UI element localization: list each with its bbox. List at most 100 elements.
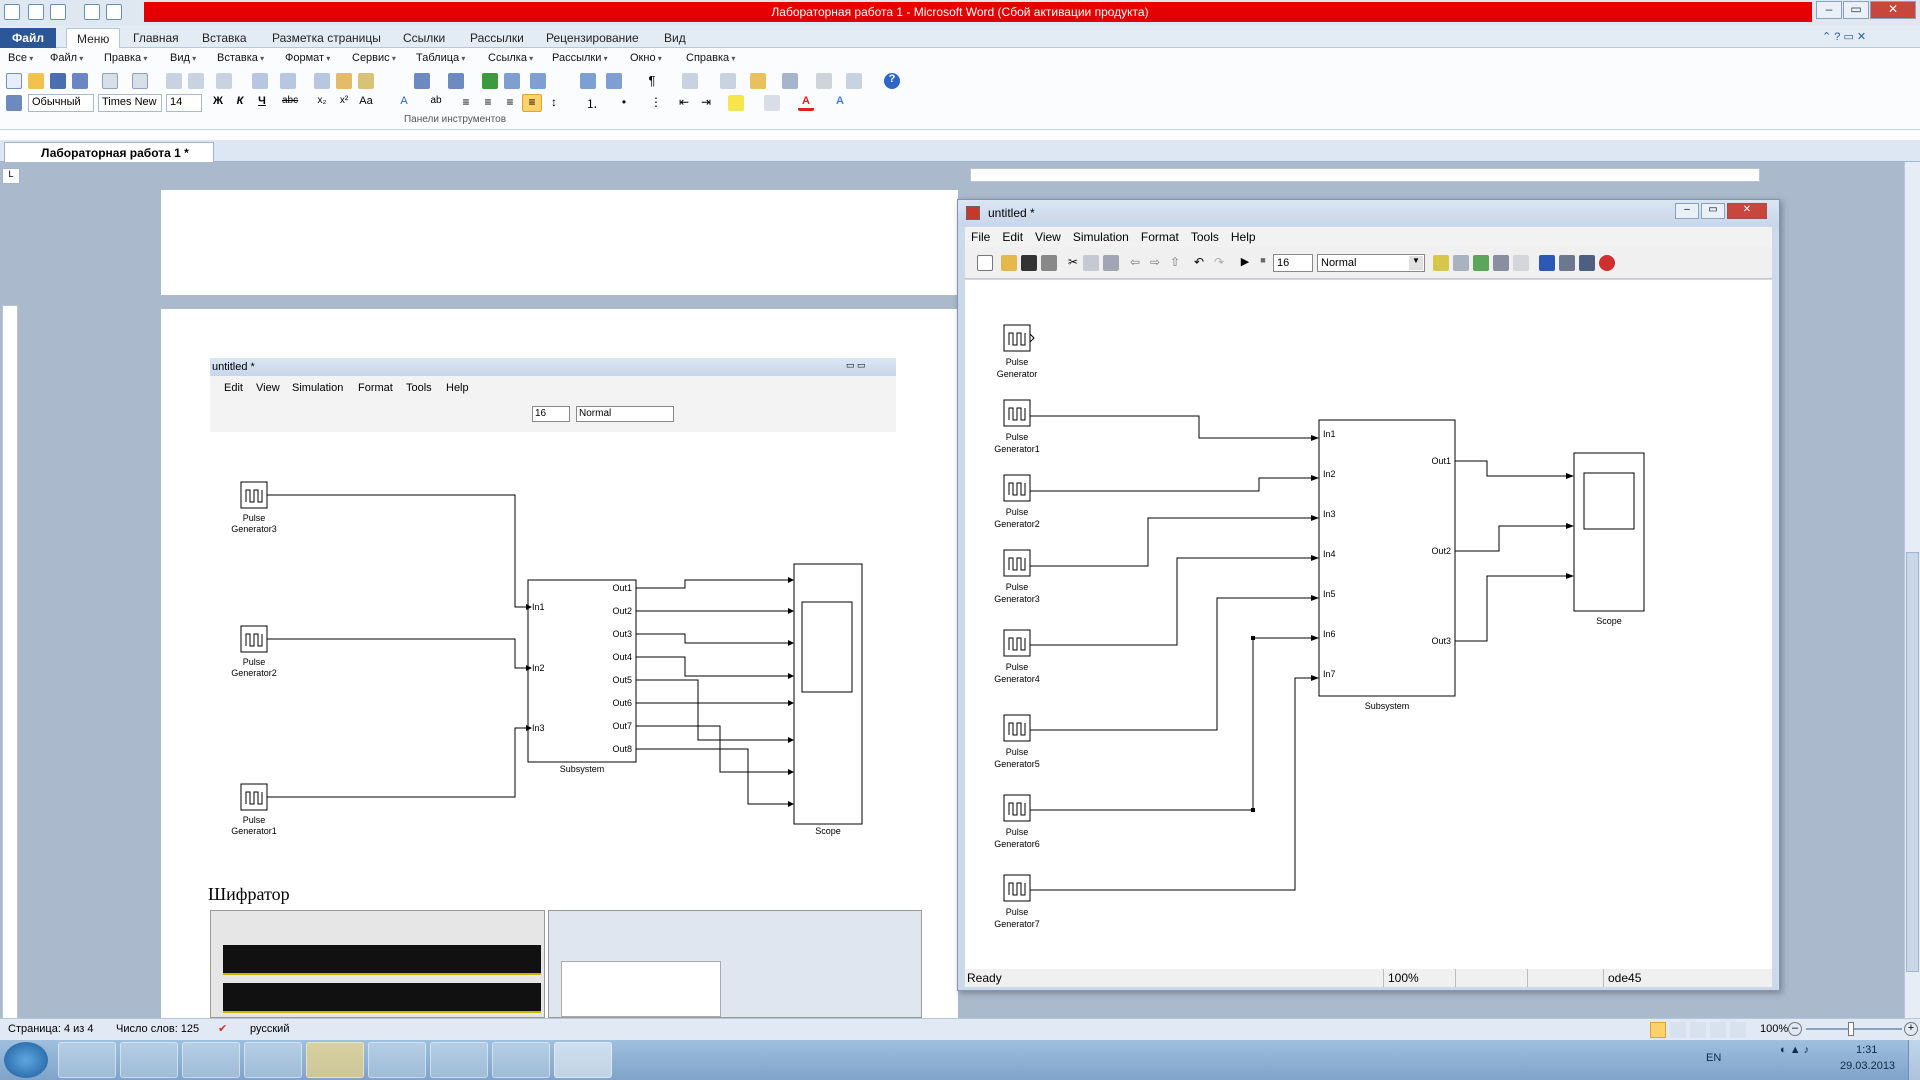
sim-menu-simulation[interactable]: Simulation [1072,230,1129,244]
zoom-slider-thumb[interactable] [1848,1022,1854,1036]
ribbon-right-icons[interactable]: ⌃ ? ▭ ✕ [1822,31,1867,43]
save-icon[interactable] [50,73,66,89]
simulink-close-button[interactable]: ✕ [1727,203,1767,219]
zoom-in-icon[interactable]: + [1904,1022,1918,1036]
status-words[interactable]: Число слов: 125 [116,1023,200,1035]
archive-icon[interactable] [306,1042,364,1078]
sim-menu-tools[interactable]: Tools [1190,230,1219,244]
reading-icon[interactable] [720,73,736,89]
sim-debugger-icon[interactable] [1599,255,1615,271]
save-all-icon[interactable] [72,73,88,89]
web-view-icon[interactable] [1690,1022,1706,1038]
restore-button[interactable]: ▭ [1843,1,1869,19]
close-button[interactable]: ✕ [1870,1,1916,19]
help-icon[interactable]: ? [884,73,900,89]
sim-debug-icon[interactable] [1513,255,1529,271]
tab-mailings[interactable]: Рассылки [470,31,524,45]
menu-file[interactable]: Файл [50,52,83,64]
tab-insert[interactable]: Вставка [202,31,247,45]
sim-run-icon[interactable]: ▶ [1240,256,1250,268]
undo-icon[interactable] [414,73,430,89]
drawing-icon[interactable] [606,73,622,89]
italic-icon[interactable]: К [236,95,244,107]
sim-paste-icon[interactable] [1103,255,1119,271]
paste-icon[interactable] [336,73,352,89]
justify-icon[interactable]: ≡ [522,94,542,112]
sim-forward-icon[interactable]: ⇨ [1149,255,1161,269]
menu-edit[interactable]: Правка [104,52,147,64]
start-button[interactable] [4,1042,48,1078]
align-right-icon[interactable]: ≡ [506,95,514,109]
reading-view-icon[interactable] [1670,1022,1686,1038]
menu-help[interactable]: Справка [686,52,735,64]
bold-icon[interactable]: Ж [213,95,223,107]
tab-page-layout[interactable]: Разметка страницы [272,31,381,45]
email-icon[interactable] [132,73,148,89]
horizontal-ruler[interactable] [970,168,1760,182]
sim-open-icon[interactable] [1001,255,1017,271]
menu-insert[interactable]: Вставка [217,52,264,64]
sim-back-icon[interactable]: ⇦ [1129,255,1141,269]
menu-view[interactable]: Вид [170,52,196,64]
tab-home[interactable]: Главная [133,31,179,45]
folder-icon[interactable] [750,73,766,89]
skype-icon[interactable] [244,1042,302,1078]
simulink-canvas[interactable]: Pulse Generator Pulse Generator1 Pulse G… [965,280,1772,969]
sim-mode-select[interactable]: Normal▼ [1317,254,1425,272]
explorer-icon[interactable] [430,1042,488,1078]
decrease-indent-icon[interactable]: ⇤ [678,95,690,109]
menu-mailings[interactable]: Рассылки [552,52,608,64]
sim-browser-icon[interactable] [1579,255,1595,271]
subscript-icon[interactable]: x₂ [317,95,327,106]
sim-print-icon[interactable] [1041,255,1057,271]
sim-cut-icon[interactable]: ✂ [1067,255,1079,269]
sim-library-icon[interactable] [1539,255,1555,271]
line-spacing-icon[interactable]: ↕ [551,95,557,109]
taskbar-date[interactable]: 29.03.2013 [1840,1060,1896,1072]
status-language[interactable]: русский [250,1023,290,1035]
simulink-maximize-button[interactable]: ▭ [1701,203,1725,219]
print-icon[interactable] [166,73,182,89]
font-combo[interactable]: Times New [98,94,162,112]
change-case-icon[interactable]: Aa [359,95,373,107]
phonetic-icon[interactable]: ab [430,95,442,106]
zoom-slider[interactable] [1806,1028,1902,1030]
bullets-icon[interactable]: • [621,95,627,109]
vertical-scrollbar[interactable] [1904,162,1920,1018]
sim-menu-view[interactable]: View [1035,230,1061,244]
new-doc-icon[interactable] [6,73,22,89]
sim-stop-icon[interactable]: ■ [1260,255,1266,265]
menu-table[interactable]: Таблица [416,52,465,64]
firefox-icon[interactable] [58,1042,116,1078]
menu-format[interactable]: Формат [285,52,330,64]
tab-view[interactable]: Вид [664,31,686,45]
clear-format-icon[interactable]: A [400,95,408,107]
sim-new-icon[interactable] [977,255,993,271]
document-tab[interactable]: Лабораторная работа 1 * ✕ [4,142,214,174]
cut-icon[interactable] [280,73,296,89]
strikethrough-icon[interactable]: abc [282,95,299,106]
spelling-icon[interactable] [252,73,268,89]
undo-icon[interactable] [50,4,66,20]
yandex-icon[interactable] [182,1042,240,1078]
sim-redo-icon[interactable]: ↷ [1213,255,1225,269]
style-combo[interactable]: Обычный [28,94,94,112]
page-3-bottom[interactable] [161,190,958,295]
word-taskbar-icon[interactable] [554,1042,612,1078]
insert-table-icon[interactable] [530,73,546,89]
subsystem-block[interactable] [1318,419,1456,697]
numbering-icon[interactable]: ⒈ [585,97,598,111]
tables-borders-icon[interactable] [504,73,520,89]
draft-view-icon[interactable] [1730,1022,1746,1038]
underline-icon[interactable]: Ч [258,95,266,107]
matlab-icon[interactable] [492,1042,550,1078]
superscript-icon[interactable]: x² [339,95,349,106]
columns-icon[interactable] [580,73,596,89]
format-painter-icon[interactable] [358,73,374,89]
font-size-combo[interactable]: 14 [166,94,202,112]
sim-explorer-icon[interactable] [1559,255,1575,271]
increase-indent-icon[interactable]: ⇥ [700,95,712,109]
show-marks-icon[interactable]: ¶ [648,73,656,88]
copy-icon[interactable] [314,73,330,89]
